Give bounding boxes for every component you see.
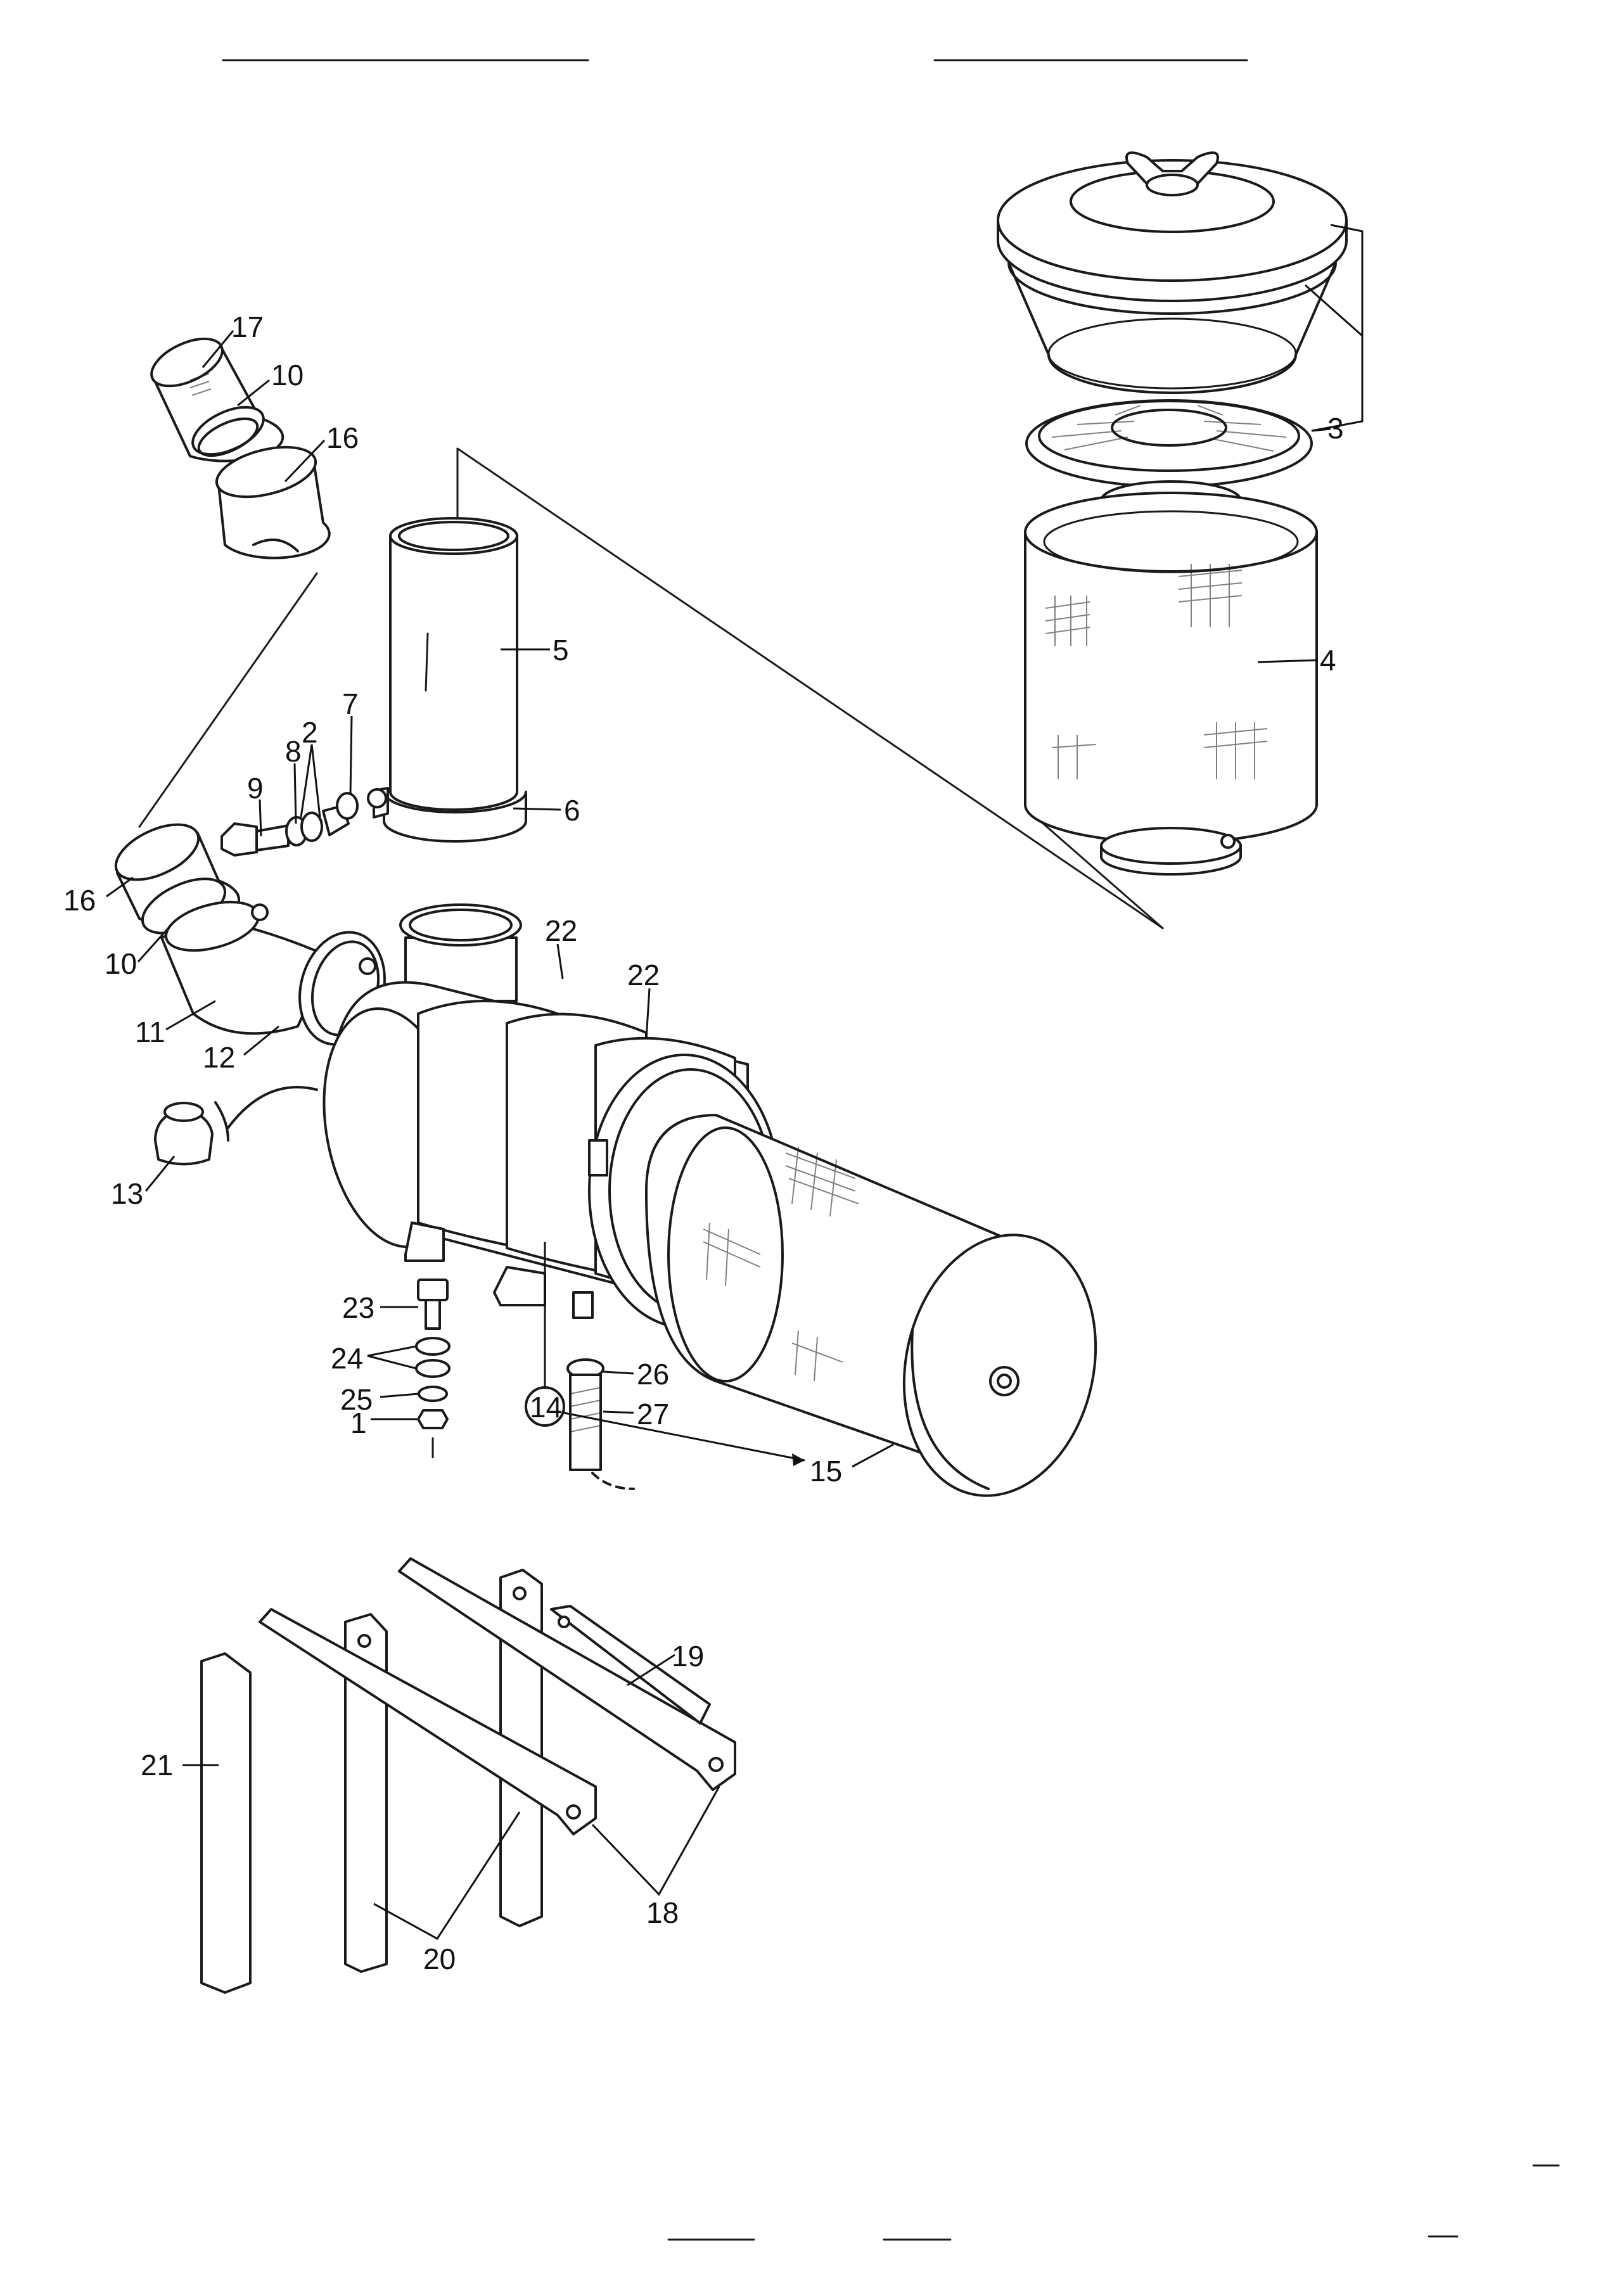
filter-element <box>1024 480 1318 876</box>
callout-25: 25 <box>340 1383 373 1416</box>
callout-16-lower: 16 <box>63 884 96 917</box>
callout-labels: 17 10 16 3 5 4 9 8 2 7 6 16 10 22 22 11 … <box>63 310 1344 1975</box>
callout-15: 15 <box>810 1455 842 1488</box>
footer-marks <box>667 2164 1560 2241</box>
callout-17: 17 <box>231 310 264 343</box>
callout-6: 6 <box>564 794 580 827</box>
precleaner-cover <box>997 151 1348 394</box>
callout-11: 11 <box>135 1016 165 1049</box>
callout-27: 27 <box>637 1398 669 1431</box>
restriction-indicator <box>566 1358 635 1490</box>
callout-13: 13 <box>111 1177 143 1210</box>
callout-23: 23 <box>342 1291 374 1324</box>
pipe-clamp-band <box>367 787 527 843</box>
inlet-pipe <box>389 517 518 811</box>
callout-19: 19 <box>672 1640 704 1673</box>
callout-14-circle <box>525 1386 565 1427</box>
callout-3: 3 <box>1327 412 1344 445</box>
callout-10-lower: 10 <box>105 947 137 980</box>
callout-4: 4 <box>1320 644 1336 677</box>
callout-26: 26 <box>637 1358 669 1391</box>
dust-valve <box>154 1086 318 1166</box>
baffle-ring <box>1025 399 1313 488</box>
mounting-bolt-stack <box>415 1279 451 1458</box>
callout-10: 10 <box>271 359 304 392</box>
callout-2: 2 <box>302 716 318 749</box>
callout-8: 8 <box>285 735 302 768</box>
callout-22-rear: 22 <box>627 959 660 992</box>
clamp-fasteners <box>220 792 359 857</box>
housing-extension <box>645 1114 1097 1497</box>
callout-22-front: 22 <box>545 914 577 947</box>
mounting-brackets <box>200 1557 736 1994</box>
callout-18: 18 <box>646 1896 679 1929</box>
upper-inlet-hose <box>150 337 331 559</box>
callout-16: 16 <box>326 421 359 454</box>
callout-21: 21 <box>141 1749 173 1782</box>
callout-14: 14 <box>530 1391 562 1424</box>
callout-20: 20 <box>423 1942 456 1975</box>
callout-12: 12 <box>203 1041 235 1074</box>
leader-lines <box>106 224 1364 1940</box>
callout-1: 1 <box>350 1406 367 1439</box>
callout-9: 9 <box>247 772 264 805</box>
callout-24: 24 <box>331 1342 363 1375</box>
callout-7: 7 <box>342 687 359 720</box>
mounting-feet <box>404 1221 546 1306</box>
callout-5: 5 <box>553 634 569 666</box>
